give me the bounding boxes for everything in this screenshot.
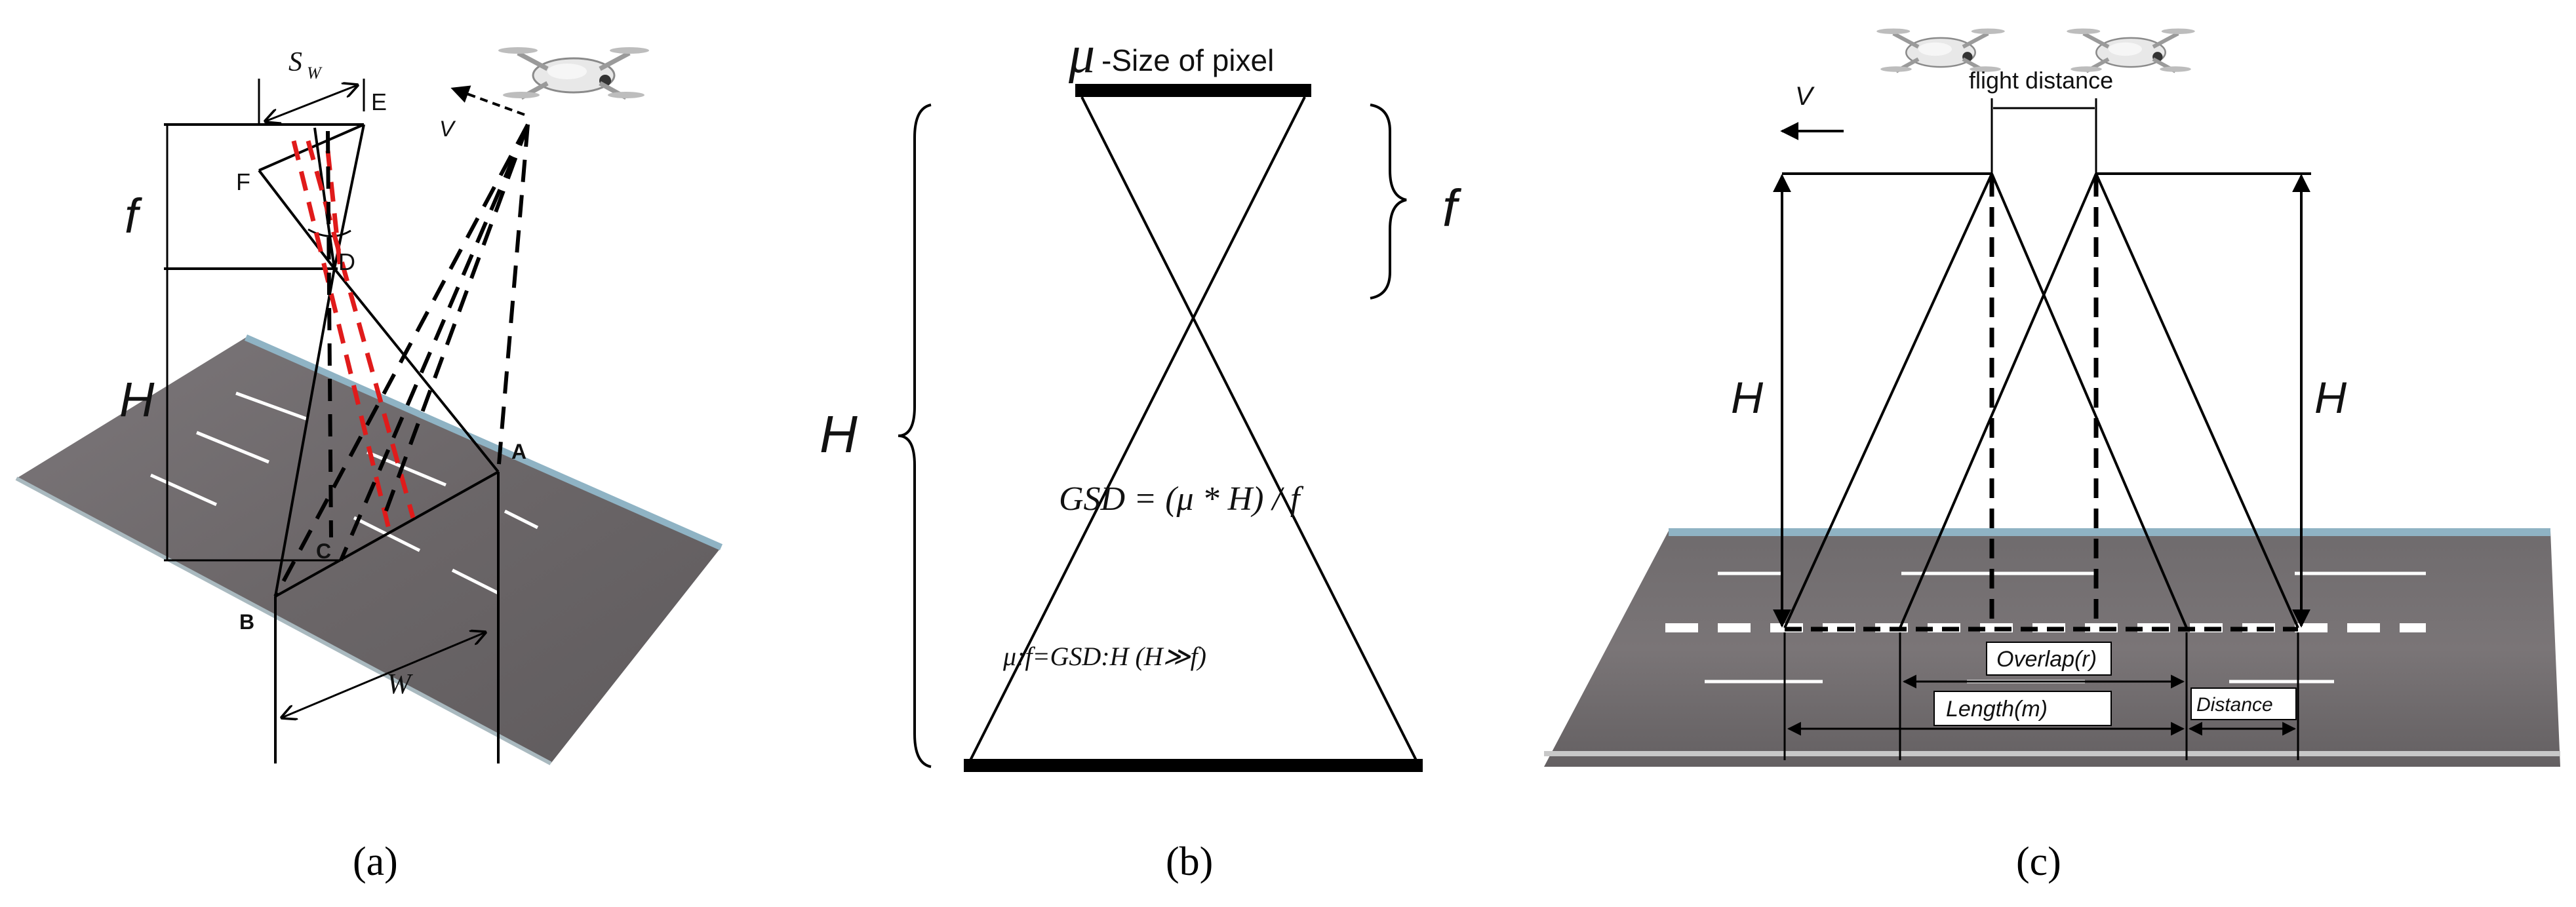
drone-icon [2067, 28, 2195, 71]
brace-f [1370, 104, 1407, 299]
velocity-label-a: V [439, 117, 456, 142]
black-dashed-rays-a [273, 123, 530, 598]
sw-label: S [288, 47, 302, 77]
panel-b: μ -Size of pixel f H GSD = (μ * H) / f μ… [820, 26, 1462, 884]
overlap-box [1986, 642, 2112, 676]
ratio-formula: μ:f=GSD:H (H≫f) [1002, 642, 1206, 671]
panel-a: S W E V f F D H A C B W (a) [15, 47, 723, 884]
road-edge-a [244, 334, 723, 550]
caption-c: (c) [2016, 839, 2061, 884]
height-label-c-right: H [2314, 373, 2347, 423]
drone-icon [1876, 28, 2005, 71]
length-box [1933, 691, 2112, 726]
height-label-a: H [119, 372, 155, 427]
pixel-bar-top [1075, 84, 1311, 97]
focal-label-a: f [125, 189, 142, 243]
mu-symbol: μ [1068, 26, 1095, 84]
label-f-point: F [236, 168, 250, 195]
gsd-formula: GSD = (μ * H) / f [1059, 480, 1304, 518]
sw-sub-label: W [307, 64, 323, 83]
distance-label: Distance [2196, 694, 2273, 716]
height-label-b: H [820, 405, 858, 463]
brace-h [898, 104, 932, 768]
ground-bar-bottom [964, 759, 1423, 772]
size-of-pixel-label: -Size of pixel [1101, 43, 1274, 77]
label-c: C [316, 539, 331, 563]
label-d: D [338, 248, 355, 275]
distance-box [2190, 687, 2297, 720]
red-dashed-rays-a [291, 140, 416, 535]
flight-distance-label: flight distance [1969, 67, 2113, 94]
hourglass-lines [969, 96, 1417, 761]
length-label: Length(m) [1946, 697, 2048, 722]
height-lines-c [1773, 172, 2311, 628]
road-surface-a [16, 338, 721, 763]
ground-dimensions [1783, 632, 2299, 760]
panel-c: V flight distance H H Overlap(r) Length(… [1544, 28, 2560, 884]
projection-lines-a [274, 267, 500, 763]
nadir-dashed-c [1989, 177, 2099, 628]
caption-b: (b) [1166, 839, 1213, 884]
velocity-label-c: V [1795, 82, 1815, 111]
focal-label-b: f [1442, 179, 1462, 237]
label-a: A [511, 440, 526, 463]
height-label-c-left: H [1731, 373, 1764, 423]
overlap-label: Overlap(r) [1996, 647, 2097, 672]
flight-distance-bracket [1991, 98, 2097, 177]
label-b: B [239, 610, 254, 634]
label-e: E [371, 88, 387, 115]
drone-icon [498, 47, 649, 98]
fov-lines-c [1783, 173, 2299, 628]
width-label-a: W [387, 668, 413, 700]
caption-a: (a) [353, 839, 398, 884]
